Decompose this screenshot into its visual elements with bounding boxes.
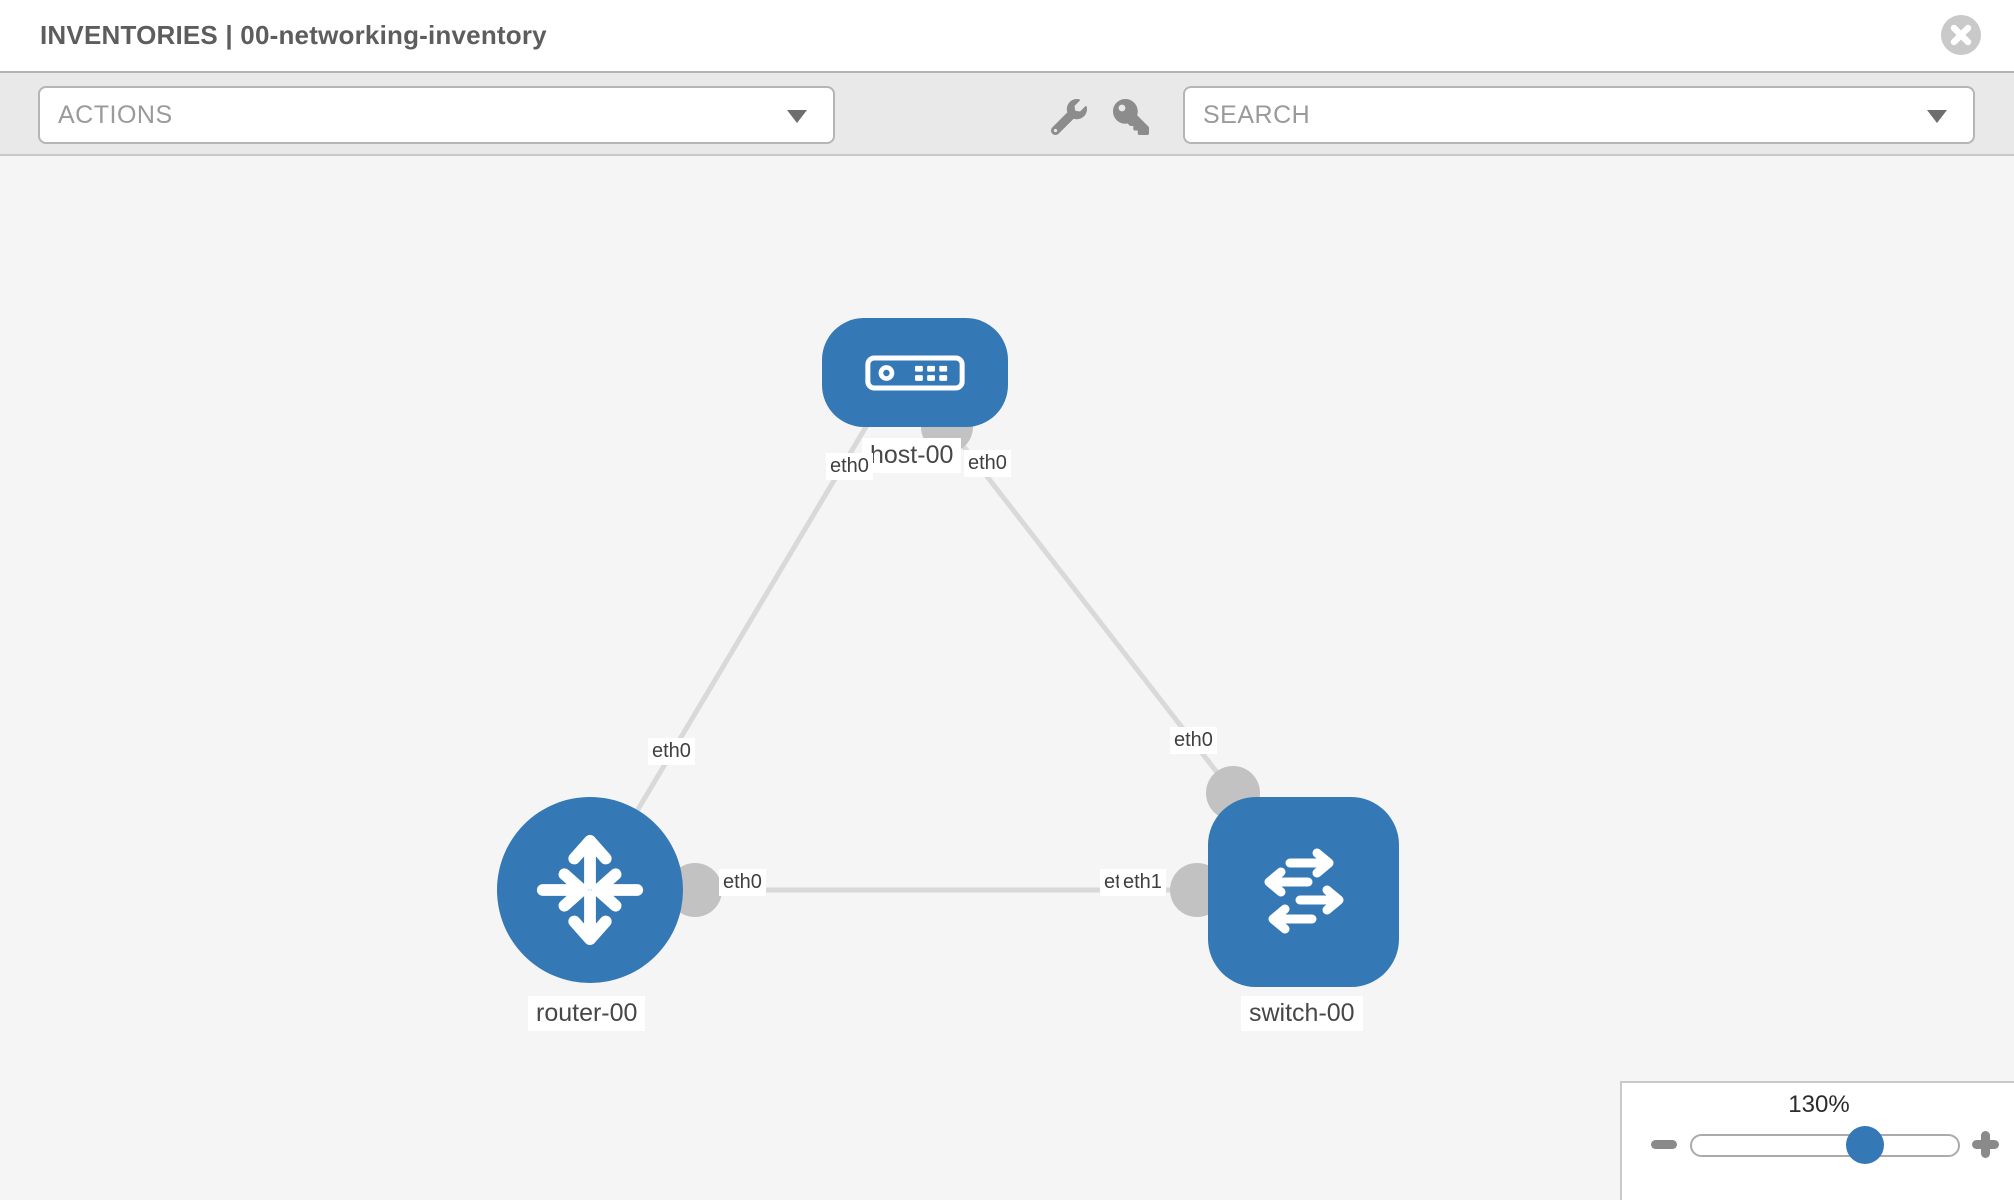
node-switch-00[interactable] <box>1208 797 1399 987</box>
interface-label-switch-link: eth0 <box>1170 727 1217 754</box>
node-router-00[interactable] <box>497 797 683 983</box>
node-label-switch: switch-00 <box>1241 996 1363 1031</box>
page-title: INVENTORIES | 00-networking-inventory <box>40 20 547 50</box>
interface-label-switch-eth1: eth1 <box>1119 869 1166 896</box>
chevron-down-icon <box>1927 110 1947 123</box>
toolbar: ACTIONS SEARCH <box>0 71 2014 156</box>
search-dropdown[interactable]: SEARCH <box>1183 86 1975 144</box>
close-button[interactable] <box>1941 15 1981 55</box>
node-label-host: host-00 <box>862 438 962 473</box>
actions-dropdown[interactable]: ACTIONS <box>38 86 835 144</box>
zoom-slider-track[interactable] <box>1690 1134 1960 1157</box>
zoom-out-button[interactable] <box>1651 1140 1677 1149</box>
zoom-in-button-bar[interactable] <box>1981 1131 1990 1158</box>
interface-label-router-side: eth0 <box>719 869 766 896</box>
zoom-control-panel: 130% <box>1620 1081 2014 1200</box>
interface-label-router-link: eth0 <box>648 738 695 765</box>
close-icon <box>1950 24 1972 46</box>
host-icon <box>865 355 965 390</box>
zoom-level-value: 130% <box>1788 1091 1850 1118</box>
key-icon[interactable] <box>1113 99 1149 135</box>
search-dropdown-label: SEARCH <box>1203 101 1311 129</box>
node-label-router: router-00 <box>528 996 646 1031</box>
zoom-slider-thumb[interactable] <box>1846 1126 1884 1164</box>
wrench-icon[interactable] <box>1051 99 1087 135</box>
node-host-00[interactable] <box>822 318 1008 427</box>
interface-label-host-left: eth0 <box>826 453 873 480</box>
topology-canvas[interactable] <box>0 156 2014 1200</box>
chevron-down-icon <box>787 110 807 123</box>
interface-label-host-right: eth0 <box>964 450 1011 477</box>
actions-dropdown-label: ACTIONS <box>58 101 173 129</box>
header: INVENTORIES | 00-networking-inventory <box>0 0 2014 71</box>
switch-icon <box>1264 848 1343 934</box>
router-icon <box>536 834 644 946</box>
